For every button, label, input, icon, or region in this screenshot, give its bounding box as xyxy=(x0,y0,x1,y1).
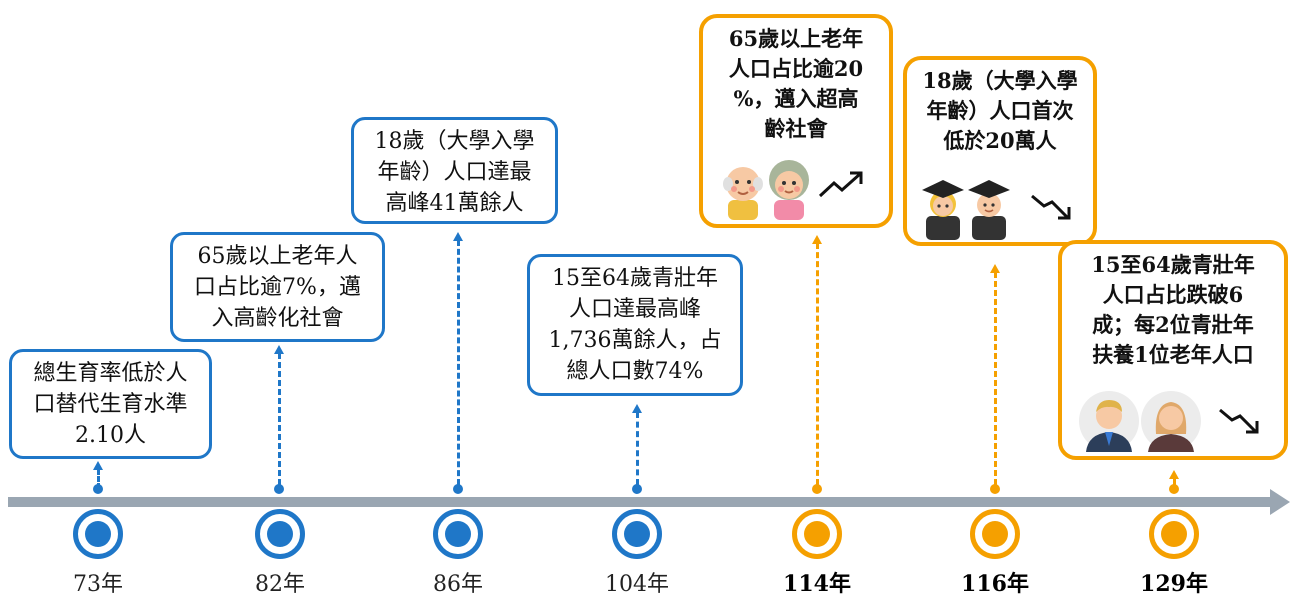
connector-dot xyxy=(93,484,103,494)
year-marker-116 xyxy=(970,509,1020,559)
year-marker-104 xyxy=(612,509,662,559)
trend-up-arrow-icon xyxy=(818,171,863,198)
event-box-104: 15至64歲青壯年 人口達最高峰 1,736萬餘人，占 總人口數74% xyxy=(527,254,743,396)
connector-line xyxy=(97,469,100,489)
event-text: 18歲（大學入學 年齡）人口首次 低於20萬人 xyxy=(922,68,1078,153)
year-label: 104年 xyxy=(605,572,669,597)
timeline-axis xyxy=(8,497,1276,507)
year-label: 86年 xyxy=(433,572,483,597)
connector-dot xyxy=(632,484,642,494)
year-marker-129 xyxy=(1149,509,1199,559)
businessman-icon xyxy=(1079,391,1139,452)
year-marker-114 xyxy=(792,509,842,559)
event-text: 15至64歲青壯年 人口占比跌破6 成；每2位青壯年 扶養1位老年人口 xyxy=(1091,252,1255,367)
connector-arrowhead xyxy=(632,404,642,413)
elderly-man-icon xyxy=(723,167,763,220)
connector-line xyxy=(636,412,639,485)
connector-arrowhead xyxy=(1169,470,1179,479)
timeline-arrow-head xyxy=(1270,489,1290,515)
connector-dot xyxy=(990,484,1000,494)
event-box-82: 65歲以上老年人 口占比逾7%，邁 入高齡化社會 xyxy=(170,232,385,342)
year-label: 73年 xyxy=(73,572,123,597)
event-text: 總生育率低於人 口替代生育水準 2.10人 xyxy=(33,361,188,448)
trend-down-arrow-icon xyxy=(1219,408,1259,434)
connector-line xyxy=(1173,478,1176,486)
connector-line xyxy=(278,353,281,485)
event-box-116: 18歲（大學入學 年齡）人口首次 低於20萬人 xyxy=(903,56,1097,246)
event-box-114: 65歲以上老年 人口占比逾20 %，邁入超高 齡社會 xyxy=(699,14,893,228)
year-marker-82 xyxy=(255,509,305,559)
connector-dot xyxy=(812,484,822,494)
connector-arrowhead xyxy=(274,345,284,354)
connector-line xyxy=(457,240,460,485)
connector-dot xyxy=(274,484,284,494)
connector-arrowhead xyxy=(93,461,103,470)
connector-dot xyxy=(453,484,463,494)
connector-arrowhead xyxy=(812,235,822,244)
graduate-woman-icon xyxy=(922,180,964,240)
connector-arrowhead xyxy=(990,264,1000,273)
year-label: 114年 xyxy=(783,571,851,597)
year-label: 129年 xyxy=(1140,571,1208,597)
connector-arrowhead xyxy=(453,232,463,241)
year-marker-86 xyxy=(433,509,483,559)
event-text: 18歲（大學入學 年齡）人口達最 高峰41萬餘人 xyxy=(374,129,535,216)
connector-dot xyxy=(1169,484,1179,494)
year-marker-73 xyxy=(73,509,123,559)
businesswoman-icon xyxy=(1141,391,1201,452)
trend-down-arrow-icon xyxy=(1031,194,1071,220)
event-box-86: 18歲（大學入學 年齡）人口達最 高峰41萬餘人 xyxy=(351,117,558,224)
graduate-man-icon xyxy=(968,180,1010,240)
connector-line xyxy=(816,243,819,485)
elderly-woman-icon xyxy=(769,160,809,220)
event-text: 15至64歲青壯年 人口達最高峰 1,736萬餘人，占 總人口數74% xyxy=(548,266,722,384)
year-label: 82年 xyxy=(255,572,305,597)
event-box-73: 總生育率低於人 口替代生育水準 2.10人 xyxy=(9,349,212,459)
year-label: 116年 xyxy=(961,571,1029,597)
connector-line xyxy=(994,272,997,485)
event-text: 65歲以上老年 人口占比逾20 %，邁入超高 齡社會 xyxy=(728,26,864,141)
event-text: 65歲以上老年人 口占比逾7%，邁 入高齡化社會 xyxy=(194,244,361,331)
